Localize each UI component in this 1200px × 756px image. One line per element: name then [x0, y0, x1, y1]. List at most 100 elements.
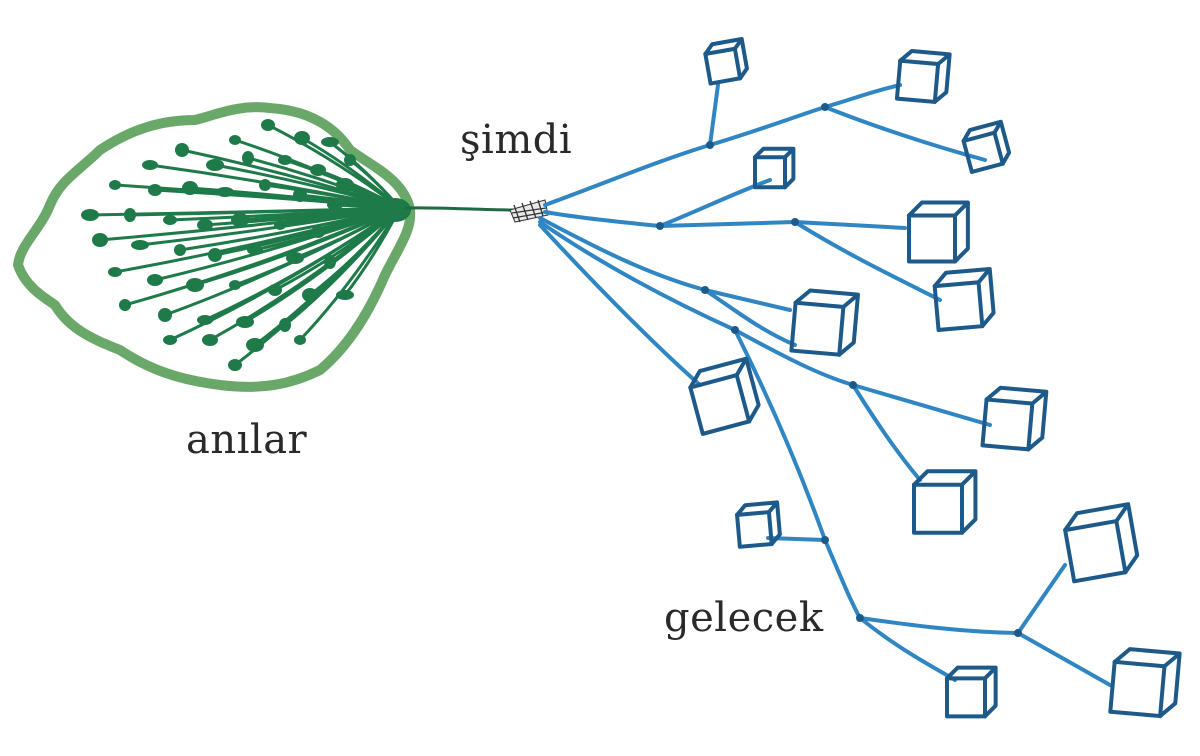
- branch-node: [706, 141, 714, 149]
- house-icon: [735, 500, 782, 549]
- memory-dot: [321, 137, 339, 147]
- memory-dot: [147, 274, 163, 286]
- house-icon: [945, 665, 998, 719]
- memory-vein: [163, 206, 402, 317]
- memory-vein: [298, 206, 402, 342]
- memory-vein: [113, 206, 402, 274]
- house-icon: [753, 146, 796, 190]
- future-nodes: [656, 103, 1022, 637]
- memory-dot: [186, 278, 204, 292]
- memory-dot: [302, 288, 318, 302]
- memory-dot: [242, 151, 254, 165]
- memory-dot: [259, 179, 271, 191]
- memory-dot: [278, 155, 292, 165]
- house-icon: [912, 469, 978, 535]
- memory-vein: [213, 163, 402, 210]
- memory-dot: [109, 180, 121, 190]
- house-icon: [789, 288, 860, 357]
- branch-node: [656, 222, 664, 230]
- memory-dot: [131, 240, 149, 250]
- future-branch: [658, 178, 772, 228]
- memory-dot: [108, 267, 122, 277]
- memory-dot: [261, 119, 275, 131]
- memory-vein: [208, 206, 402, 342]
- now-knot: [509, 199, 549, 223]
- future-branch: [1016, 563, 1067, 635]
- memory-dot: [208, 248, 222, 262]
- house-icon: [894, 49, 952, 104]
- house-icon: [907, 200, 970, 264]
- memory-dot: [310, 164, 326, 176]
- memory-dot: [174, 244, 186, 256]
- house-icon: [980, 385, 1049, 452]
- memory-dot: [119, 299, 131, 311]
- branch-node: [731, 326, 739, 334]
- memory-dot: [247, 245, 263, 255]
- future-branch: [538, 216, 707, 292]
- memory-dot: [175, 143, 189, 157]
- memory-dot: [229, 280, 241, 290]
- memory-dot: [158, 308, 172, 322]
- branch-node: [856, 614, 864, 622]
- future-branch: [858, 616, 1020, 635]
- memory-dot: [286, 252, 304, 264]
- memory-dot: [324, 255, 336, 269]
- future-branch: [543, 210, 662, 228]
- house-icon: [688, 356, 761, 436]
- future-branch: [733, 328, 855, 387]
- future-branch: [793, 220, 942, 302]
- memory-dot: [246, 338, 264, 352]
- future-branch: [538, 220, 737, 332]
- memory-vein: [138, 206, 402, 247]
- memory-vein: [123, 206, 402, 307]
- memory-dot: [197, 315, 213, 325]
- house-icon: [703, 37, 749, 86]
- memory-stem: [404, 206, 516, 212]
- memory-hub: [379, 198, 411, 222]
- memory-dot: [228, 359, 242, 371]
- house-icon: [1063, 502, 1140, 584]
- memory-dot: [344, 154, 356, 166]
- house-icon: [961, 119, 1012, 174]
- branch-node: [791, 218, 799, 226]
- memory-dot: [202, 334, 218, 346]
- memory-vein: [153, 206, 402, 282]
- future-branch: [708, 105, 827, 147]
- memory-dot: [236, 316, 254, 328]
- memory-dot: [327, 200, 343, 210]
- memory-dot: [216, 187, 234, 197]
- future-branch: [823, 538, 862, 620]
- memory-dot: [274, 220, 286, 230]
- future-label: gelecek: [664, 595, 824, 641]
- branch-node: [821, 536, 829, 544]
- future-branch: [538, 223, 702, 387]
- memory-dot: [163, 335, 177, 345]
- memory-dot: [294, 335, 306, 345]
- memory-dot: [231, 213, 249, 227]
- memory-dot: [336, 290, 354, 300]
- branch-node: [849, 381, 857, 389]
- future-branch: [823, 105, 987, 162]
- future-branch: [733, 328, 827, 542]
- future-branch: [1016, 631, 1112, 687]
- future-branches: [538, 83, 1112, 687]
- future-branch: [858, 616, 957, 682]
- future-branch: [823, 83, 902, 109]
- memory-dot: [206, 159, 224, 171]
- future-branch: [703, 288, 792, 312]
- future-branch: [793, 220, 907, 230]
- memory-dot: [311, 226, 325, 238]
- future-branch: [708, 83, 720, 147]
- future-branch: [851, 383, 992, 427]
- branch-node: [701, 286, 709, 294]
- house-icon: [932, 266, 996, 332]
- branch-node: [821, 103, 829, 111]
- future-branch: [658, 220, 797, 228]
- memory-dot: [148, 184, 162, 196]
- memory-dot: [124, 208, 136, 222]
- memory-dot: [182, 181, 198, 195]
- future-houses: [688, 37, 1182, 719]
- memory-dot: [279, 318, 291, 332]
